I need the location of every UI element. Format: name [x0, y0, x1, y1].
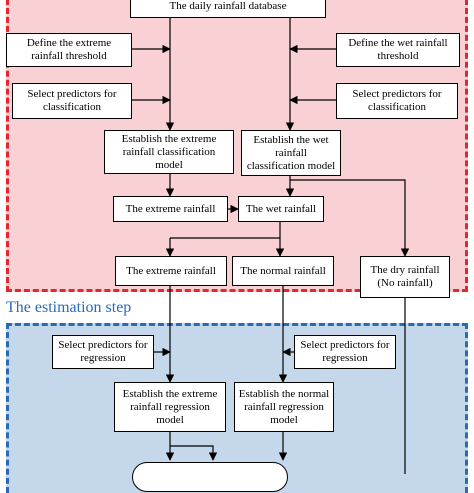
arrow-to-dry [290, 179, 410, 257]
node-define-extreme: Define the extreme rainfall threshold [6, 33, 132, 67]
node-extreme-rainfall-1: The extreme rainfall [113, 196, 228, 222]
node-dry-rainfall: The dry rainfall (No rainfall) [360, 256, 450, 298]
node-normal-reg-model: Establish the normal rainfall regression… [234, 382, 334, 432]
node-select-reg-right: Select predictors for regression [294, 335, 396, 369]
node-wet-class-model: Establish the wet rainfall classificatio… [241, 130, 341, 176]
estimation-step-label: The estimation step [6, 299, 132, 316]
node-wet-rainfall: The wet rainfall [238, 196, 324, 222]
node-extreme-rainfall-2: The extreme rainfall [115, 256, 227, 286]
node-extreme-reg-model: Establish the extreme rainfall regressio… [114, 382, 226, 432]
flow-connectors [132, 18, 410, 474]
node-extreme-class-model: Establish the extreme rainfall classific… [104, 130, 234, 174]
node-select-class-left: Select predictors for classification [12, 83, 132, 119]
node-final-output [132, 462, 288, 492]
node-select-class-right: Select predictors for classification [336, 83, 458, 119]
node-database: The daily rainfall database [130, 0, 326, 18]
node-normal-rainfall: The normal rainfall [232, 256, 334, 286]
node-select-reg-left: Select predictors for regression [52, 335, 154, 369]
node-define-wet: Define the wet rainfall threshold [336, 33, 460, 67]
